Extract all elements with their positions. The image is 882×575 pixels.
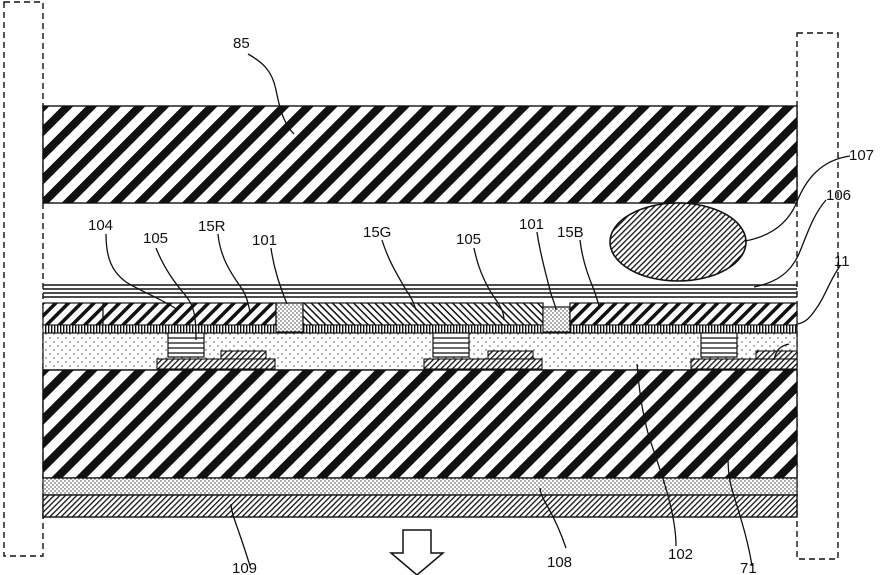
top-substrate (43, 106, 797, 203)
label-filter-green: 15G (363, 224, 391, 241)
label-black-matrix: 104 (88, 217, 113, 234)
left-frame (4, 2, 43, 556)
label-filter-red: 15R (198, 218, 226, 235)
label-planarization-layer: 102 (668, 546, 693, 563)
filter-red (103, 303, 276, 325)
label-spacer-bead: 107 (849, 147, 874, 164)
filter-blue (570, 303, 797, 325)
label-bottom-substrate: 71 (740, 560, 757, 575)
polarizer-layer (43, 495, 797, 517)
label-overcoat-mid: 101 (519, 216, 544, 233)
common-electrode-layer (303, 325, 543, 333)
label-overcoat-left: 101 (252, 232, 277, 249)
diffusion-layer (43, 478, 797, 495)
label-diffusion-layer: 108 (547, 554, 572, 571)
planarization-layer (43, 333, 797, 370)
bottom-substrate (43, 370, 797, 478)
leader-101-left (271, 248, 287, 304)
label-alignment-film: 106 (826, 187, 851, 204)
black-matrix-left (43, 303, 103, 325)
label-common-electrode-left: 105 (143, 230, 168, 247)
overcoat-mid (543, 307, 570, 332)
down-arrow-icon (391, 530, 443, 575)
leader-15r (218, 234, 250, 312)
label-filter-blue: 15B (557, 224, 584, 241)
filter-green (303, 303, 543, 325)
leader-15b (580, 240, 599, 306)
label-common-electrode-mid: 105 (456, 231, 481, 248)
leader-101-mid (537, 232, 556, 310)
label-polarizer: 109 (232, 560, 257, 575)
label-color-filter-layer: 11 (834, 253, 850, 270)
right-frame (797, 33, 838, 559)
common-electrode-layer (43, 325, 276, 333)
common-electrode-layer (570, 325, 797, 333)
label-top-substrate: 85 (233, 35, 250, 52)
overcoat-left (276, 303, 303, 332)
spacer-bead (610, 203, 746, 281)
leader-15g (382, 240, 416, 310)
